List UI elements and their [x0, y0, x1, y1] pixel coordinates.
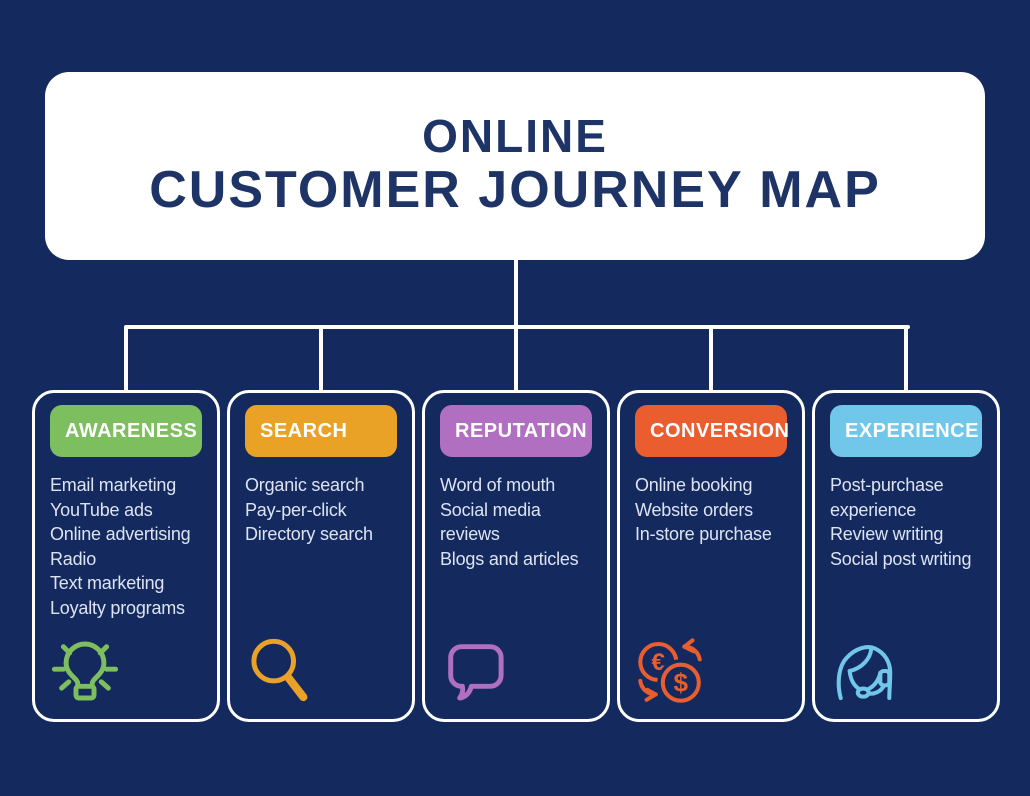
- stage-badge-conversion: CONVERSION: [635, 405, 789, 457]
- stage-cards-row: AWARENESS Email marketing YouTube ads On…: [32, 390, 1000, 722]
- card-experience: EXPERIENCE Post-purchase experience Revi…: [812, 390, 1000, 722]
- channel-list-awareness: Email marketing YouTube ads Online adver…: [50, 475, 191, 618]
- stage-badge-awareness: AWARENESS: [50, 405, 202, 457]
- svg-text:$: $: [674, 668, 689, 698]
- connector-drop-search: [319, 327, 323, 390]
- connector-title-stem: [514, 260, 518, 327]
- page-title-line2: CUSTOMER JOURNEY MAP: [149, 161, 881, 220]
- stage-badge-search: SEARCH: [245, 405, 397, 457]
- connector-drop-awareness: [124, 327, 128, 390]
- connector-drop-reputation: [514, 327, 518, 390]
- magnifier-icon: [244, 635, 316, 707]
- card-conversion: CONVERSION Online booking Website orders…: [617, 390, 805, 722]
- card-search: SEARCH Organic search Pay-per-click Dire…: [227, 390, 415, 722]
- lightbulb-icon: [49, 635, 121, 707]
- connector-drop-conversion: [709, 327, 713, 390]
- channel-list-experience: Post-purchase experience Review writing …: [830, 475, 972, 569]
- page-title-line1: ONLINE: [422, 109, 608, 162]
- card-reputation: REPUTATION Word of mouth Social media re…: [422, 390, 610, 722]
- title-panel: ONLINE CUSTOMER JOURNEY MAP: [45, 72, 985, 260]
- support-agent-icon: [829, 635, 901, 707]
- channel-list-reputation: Word of mouth Social media reviews Blogs…: [440, 475, 579, 569]
- channel-list-search: Organic search Pay-per-click Directory s…: [245, 475, 373, 544]
- connector-drop-experience: [904, 327, 908, 390]
- currency-exchange-icon: € $: [634, 635, 706, 707]
- stage-badge-experience: EXPERIENCE: [830, 405, 982, 457]
- stage-badge-reputation: REPUTATION: [440, 405, 592, 457]
- speech-bubble-icon: [439, 635, 511, 707]
- card-awareness: AWARENESS Email marketing YouTube ads On…: [32, 390, 220, 722]
- channel-list-conversion: Online booking Website orders In-store p…: [635, 475, 772, 544]
